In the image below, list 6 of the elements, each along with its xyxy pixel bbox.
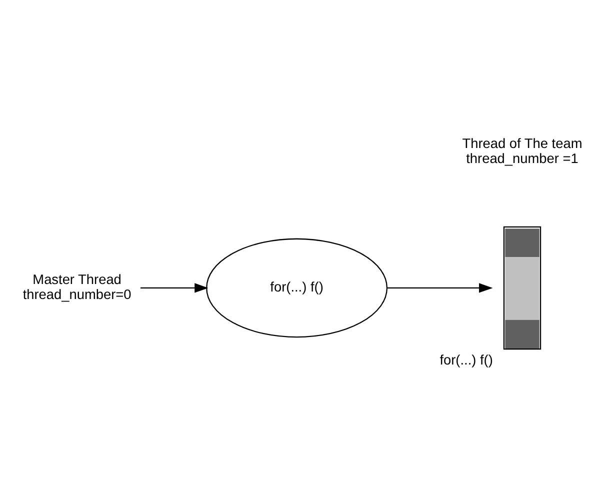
- node-ellipse: for(...) f(): [206, 238, 388, 338]
- node-text: Master Thread thread_number=0: [22, 272, 132, 302]
- arrow: [387, 282, 493, 292]
- node-text: Thread of The team thread_number =1: [462, 136, 582, 166]
- arrow: [140, 282, 208, 292]
- node-label: for(...) f(): [440, 352, 493, 368]
